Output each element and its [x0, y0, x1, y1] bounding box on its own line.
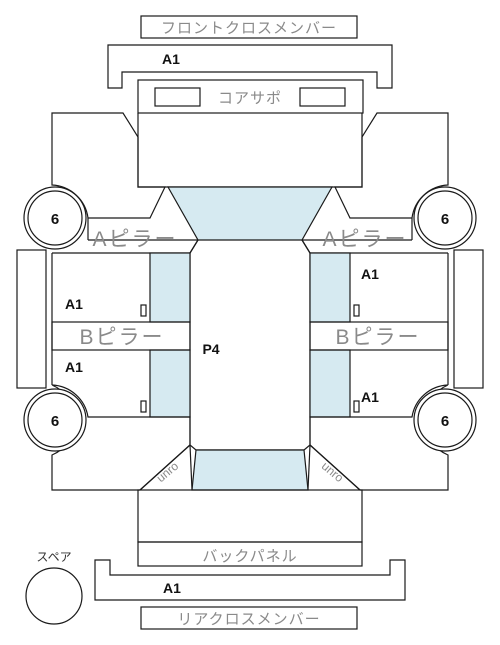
a-pillar-right-label: Aピラー [322, 228, 407, 251]
left-side-step [16, 249, 47, 389]
front-right-door-grade: A1 [361, 266, 379, 282]
rear-cross-member-label: リアクロスメンバー [177, 611, 320, 628]
wheel-front-left: 6 [23, 186, 87, 250]
b-pillar-right-label: Bピラー [335, 326, 420, 349]
b-pillar-left-label: Bピラー [79, 326, 164, 349]
wheel-front-left-grade: 6 [51, 211, 59, 228]
back-panel [137, 541, 363, 567]
rear-left-door-handle [140, 400, 147, 413]
rear-right-door-handle [353, 400, 360, 413]
wheel-front-right-grade: 6 [441, 211, 449, 228]
rear-member-grade: A1 [163, 580, 181, 596]
front-cross-member-label: フロントクロスメンバー [161, 20, 337, 37]
rear-left-window [149, 349, 191, 418]
rear-right-door-grade: A1 [361, 389, 379, 405]
hood-outline [137, 113, 363, 188]
trunk-lid [137, 489, 363, 543]
spare-tire [25, 567, 83, 625]
front-left-door-handle [140, 304, 147, 317]
rear-left-door-grade: A1 [65, 359, 83, 375]
wheel-rear-left: 6 [23, 388, 87, 452]
spare-label: スペア [36, 550, 71, 564]
rear-cross-member-box [140, 606, 358, 630]
wheel-front-right: 6 [413, 186, 477, 250]
headlight-left [154, 87, 201, 107]
roof-front-left-edge [189, 239, 199, 254]
core-support-area [137, 79, 364, 114]
rear-right-window [309, 349, 351, 418]
rear-right-c-line [309, 444, 361, 491]
b-pillar-right-row [309, 321, 449, 351]
roof-front-right-edge [301, 239, 311, 254]
front-right-window [309, 252, 351, 323]
right-side-step [453, 249, 484, 389]
rear-window [191, 449, 309, 491]
front-right-door-handle [353, 304, 360, 317]
rear-left-c-line [139, 444, 191, 491]
c-pillar-right-label: unro [319, 459, 347, 485]
wheel-rear-left-inner [27, 392, 83, 448]
headlight-right [299, 87, 346, 107]
front-left-window [149, 252, 191, 323]
windshield [166, 186, 334, 241]
core-support-label: コアサポ [218, 90, 282, 107]
front-member-grade: A1 [162, 51, 180, 67]
roof-grade: P4 [202, 341, 219, 357]
front-cross-member-box [140, 15, 358, 39]
wheel-rear-right-inner [417, 392, 473, 448]
c-pillar-left-label: unro [154, 459, 182, 485]
b-pillar-left-row [51, 321, 191, 351]
a-pillar-left-label: Aピラー [92, 228, 177, 251]
wheel-front-right-inner [417, 190, 473, 246]
wheel-rear-right-grade: 6 [441, 413, 449, 430]
front-bumper-outline [107, 44, 393, 89]
wheel-front-left-inner [27, 190, 83, 246]
front-left-door-grade: A1 [65, 296, 83, 312]
c-pillar-right-inner [307, 444, 311, 491]
back-panel-label: バックパネル [202, 548, 297, 565]
c-pillar-left-inner [189, 444, 193, 491]
wheel-rear-right: 6 [413, 388, 477, 452]
rear-bumper-outline [94, 559, 406, 601]
wheel-rear-left-grade: 6 [51, 413, 59, 430]
